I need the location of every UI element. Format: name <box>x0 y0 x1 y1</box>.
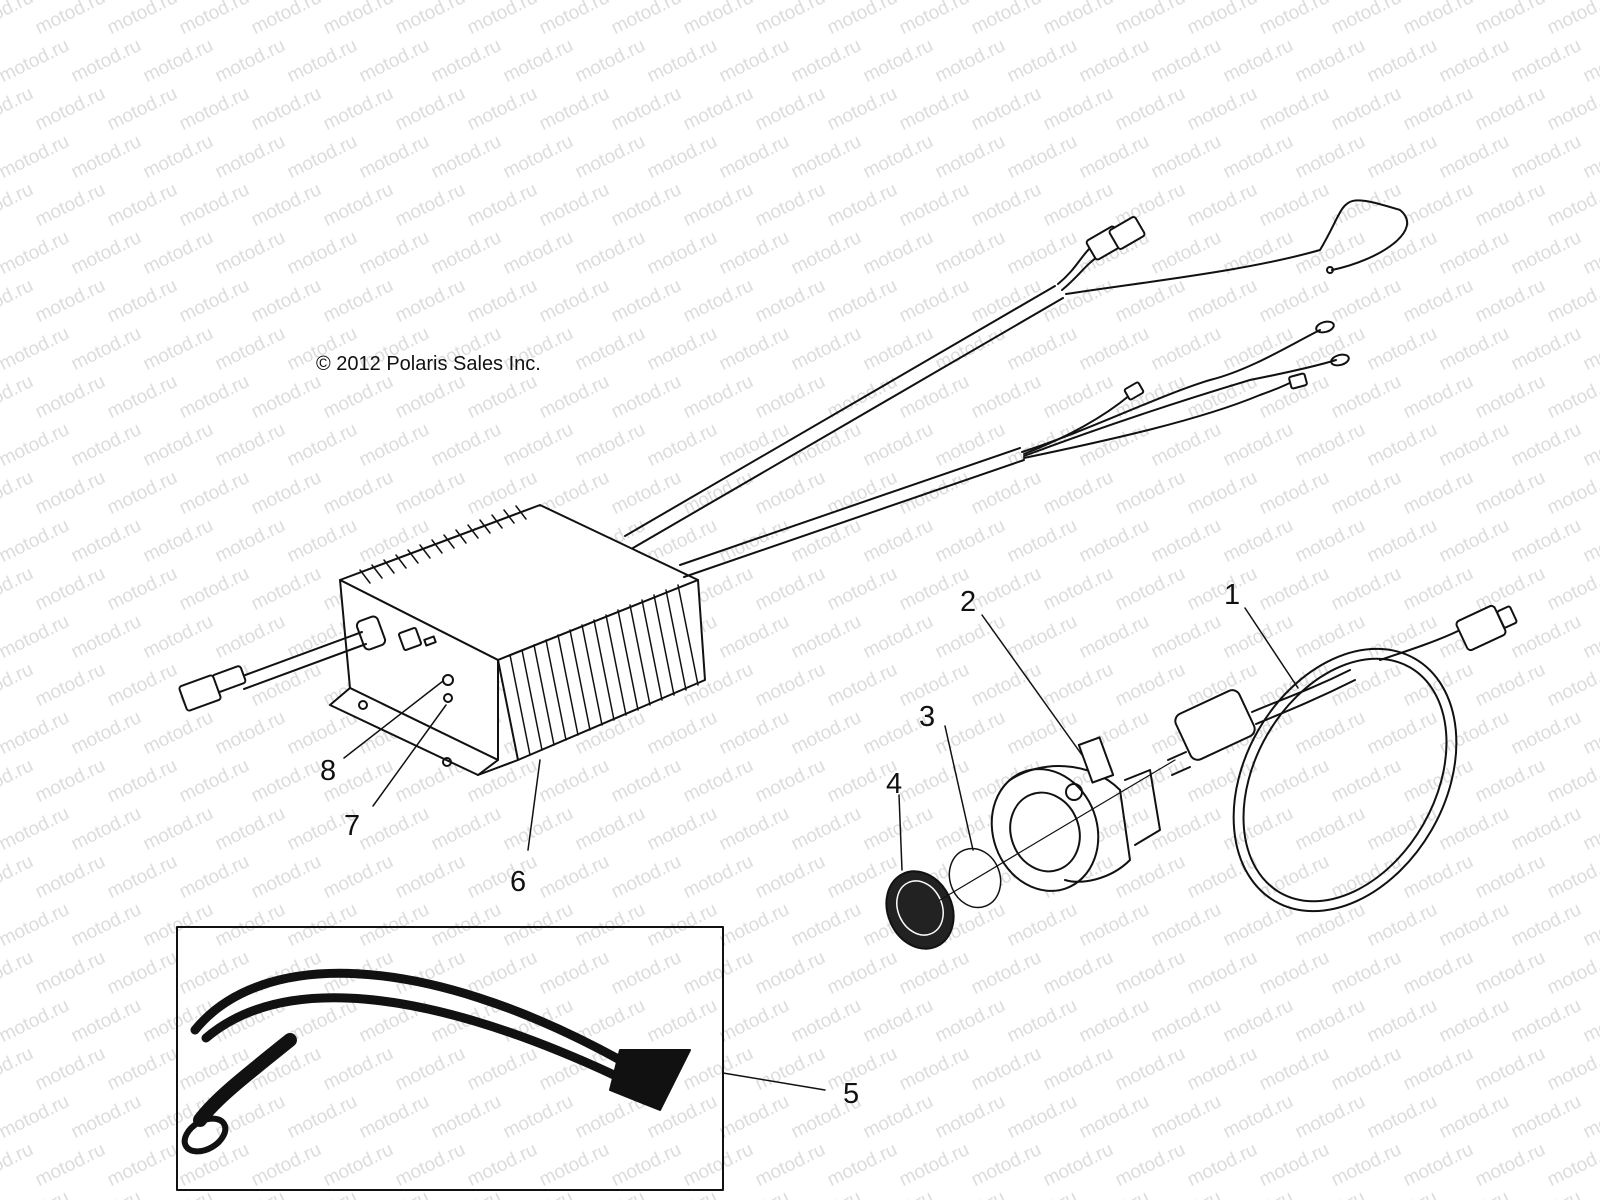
callout-1: 1 <box>1224 579 1241 611</box>
callout-6: 6 <box>510 866 527 898</box>
cap-label <box>885 870 955 950</box>
gasket <box>948 847 1002 909</box>
copyright-notice: © 2012 Polaris Sales Inc. <box>316 353 541 375</box>
callout-4: 4 <box>886 768 903 800</box>
dc-harness <box>624 199 1408 578</box>
leader-lines <box>343 607 1299 1091</box>
charger-output-cable <box>178 615 387 712</box>
callout-8: 8 <box>320 755 337 787</box>
callout-3: 3 <box>919 701 936 733</box>
callout-7: 7 <box>344 810 361 842</box>
inset-box <box>176 926 724 1191</box>
callout-2: 2 <box>960 586 977 618</box>
power-cord <box>1167 604 1518 913</box>
callout-5: 5 <box>843 1078 860 1110</box>
charger-unit <box>329 504 706 776</box>
jumper-cable <box>181 968 691 1155</box>
receptacle-housing <box>990 736 1161 892</box>
